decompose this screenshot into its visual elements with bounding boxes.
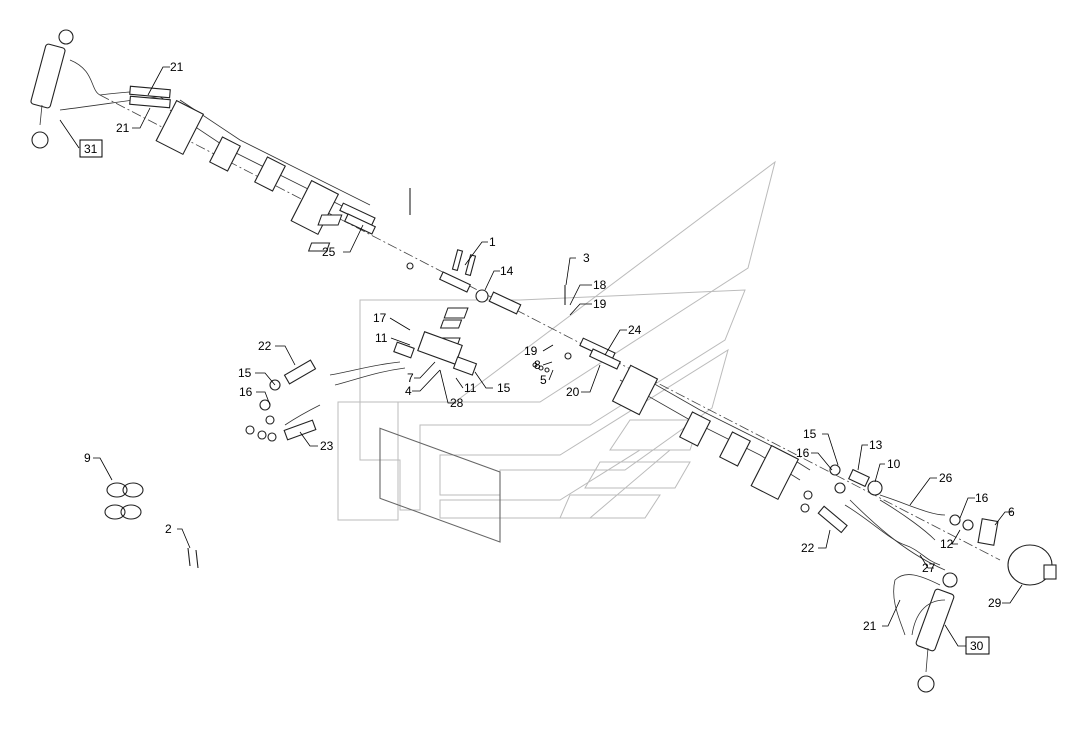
label-25: 25 <box>322 245 336 259</box>
bolt-washer-stack-upper <box>307 188 414 270</box>
label-20: 20 <box>566 385 580 399</box>
hydraulic-cylinder-right-icon <box>893 572 958 693</box>
label-18: 18 <box>593 278 607 292</box>
label-28: 28 <box>450 396 464 410</box>
label-22: 22 <box>258 339 272 353</box>
part-labels: 21 21 31 25 1 14 3 18 19 17 24 11 19 8 5… <box>79 60 1015 655</box>
label-16: 16 <box>239 385 253 399</box>
label-21: 21 <box>863 619 877 633</box>
label-17: 17 <box>373 311 387 325</box>
label-box-31 <box>79 139 103 158</box>
label-11: 11 <box>464 381 477 395</box>
label-12: 12 <box>940 537 954 551</box>
label-21: 21 <box>170 60 184 74</box>
leader-lines <box>59 66 1023 647</box>
label-6: 6 <box>1008 505 1015 519</box>
label-16: 16 <box>975 491 989 505</box>
label-19: 19 <box>524 344 538 358</box>
label-8: 8 <box>534 358 541 372</box>
label-4: 4 <box>405 384 412 398</box>
hose-25 <box>339 202 377 235</box>
label-26: 26 <box>939 471 953 485</box>
label-box-30 <box>965 636 990 655</box>
label-27: 27 <box>922 561 936 575</box>
valve-block-icon <box>329 249 522 543</box>
label-2: 2 <box>165 522 172 536</box>
label-11: 11 <box>375 331 388 345</box>
label-21: 21 <box>116 121 130 135</box>
label-22: 22 <box>801 541 815 555</box>
label-30: 30 <box>970 639 984 653</box>
label-29: 29 <box>988 596 1002 610</box>
hose-20-24 <box>579 337 622 370</box>
fitting-group-left <box>245 359 321 442</box>
label-5: 5 <box>540 373 547 387</box>
label-1: 1 <box>489 235 496 249</box>
frame-beam <box>99 94 1001 561</box>
label-15: 15 <box>497 381 511 395</box>
bolts-2 <box>187 547 199 569</box>
label-24: 24 <box>628 323 642 337</box>
hydraulic-cylinder-icon <box>30 29 171 149</box>
label-13: 13 <box>869 438 883 452</box>
label-9: 9 <box>84 451 91 465</box>
label-7: 7 <box>407 371 414 385</box>
label-23: 23 <box>320 439 334 453</box>
brand-watermark-logo <box>337 160 776 521</box>
fitting-group-right <box>800 464 999 571</box>
label-19: 19 <box>593 297 607 311</box>
label-31: 31 <box>84 142 98 156</box>
label-15: 15 <box>803 427 817 441</box>
label-15: 15 <box>238 366 252 380</box>
hydraulic-accumulator-icon <box>1007 544 1057 586</box>
label-3: 3 <box>583 251 590 265</box>
label-14: 14 <box>500 264 514 278</box>
o-ring-set-icon <box>104 482 144 520</box>
label-10: 10 <box>887 457 901 471</box>
label-16: 16 <box>796 446 810 460</box>
